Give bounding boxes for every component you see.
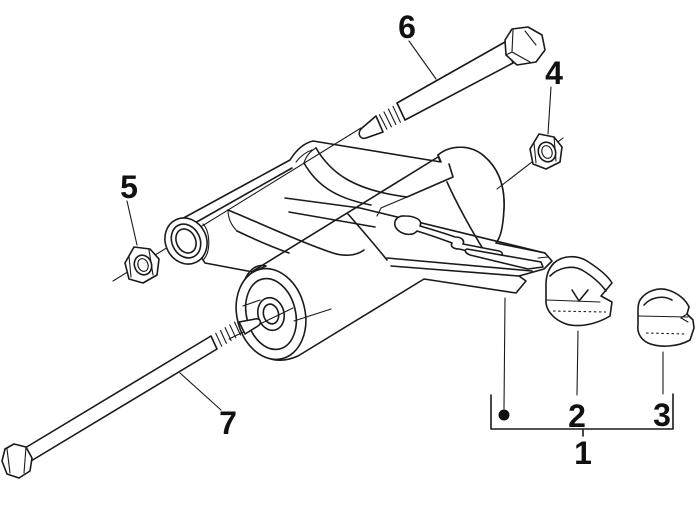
bolt7-shaft bbox=[19, 335, 218, 465]
callout-label-6[interactable]: 6 bbox=[398, 9, 416, 45]
rubber-buffer-3 bbox=[637, 288, 695, 347]
bracket-line bbox=[490, 393, 674, 430]
callout-label-7[interactable]: 7 bbox=[219, 405, 237, 441]
gusset-fin-right bbox=[303, 147, 408, 206]
front-bushing bbox=[164, 217, 210, 265]
callout-label-1[interactable]: 1 bbox=[574, 435, 592, 471]
buffer2-inner-arch bbox=[549, 266, 607, 292]
leader-2 bbox=[576, 330, 579, 396]
bushing-side-arc bbox=[202, 223, 210, 260]
buffer3-notch bbox=[679, 313, 689, 323]
long-bolt-top bbox=[358, 26, 546, 140]
buffer3-parting-line bbox=[645, 332, 688, 335]
tube-band-line bbox=[185, 167, 293, 229]
buffer2-parting-line bbox=[552, 310, 607, 313]
bolt-head-facets bbox=[505, 29, 537, 63]
bolt-tip bbox=[358, 115, 384, 140]
leader-lines bbox=[126, 40, 664, 411]
plate-corner-inner bbox=[295, 149, 313, 163]
bolt7-thread-lines bbox=[210, 321, 242, 350]
group-marker-dot bbox=[498, 409, 510, 421]
cylinder-top-edge bbox=[252, 156, 439, 272]
leader-dot bbox=[503, 297, 506, 410]
leader-7 bbox=[179, 372, 222, 411]
fork-plate bbox=[347, 213, 549, 277]
callout-label-4[interactable]: 4 bbox=[545, 55, 563, 91]
leader-6 bbox=[408, 40, 437, 80]
swingarm-body bbox=[177, 140, 553, 362]
fork-left-curve bbox=[347, 213, 388, 261]
callout-label-3[interactable]: 3 bbox=[653, 397, 671, 433]
callout-label-2[interactable]: 2 bbox=[568, 398, 586, 434]
deck-far-edge bbox=[284, 197, 546, 254]
flange-top-edge bbox=[390, 265, 520, 277]
buffer3-inner-arch bbox=[643, 296, 673, 306]
rubber-buffer-2 bbox=[545, 255, 613, 327]
fork-near-edge bbox=[386, 257, 533, 272]
buffer3-outline bbox=[637, 288, 695, 347]
bolt7-head-facets bbox=[6, 446, 27, 474]
callout-label-5[interactable]: 5 bbox=[120, 169, 138, 205]
fork-tip-face-line bbox=[537, 256, 549, 259]
hex-nut-4 bbox=[529, 133, 563, 170]
bolt-shaft bbox=[396, 41, 514, 121]
deck-near-edge bbox=[288, 211, 376, 228]
hex-nut-5 bbox=[124, 246, 160, 284]
buffer2-base-edge bbox=[546, 299, 601, 303]
bolt7-tip bbox=[238, 318, 262, 335]
bolt-hex-head bbox=[504, 26, 546, 66]
fork-prong-gap bbox=[464, 248, 544, 270]
dome-front-edge bbox=[446, 181, 486, 253]
plate-end-face bbox=[406, 163, 454, 198]
hub-centerline-ticks bbox=[242, 299, 332, 322]
long-bolt-bottom bbox=[1, 318, 262, 479]
leader-4 bbox=[547, 86, 552, 135]
gusset-fin-left bbox=[227, 209, 365, 256]
plate-step bbox=[376, 196, 408, 217]
group-bracket bbox=[490, 393, 674, 437]
buffer3-base-edge bbox=[637, 315, 689, 318]
buffer2-outline bbox=[545, 255, 613, 327]
leader-5 bbox=[126, 200, 138, 246]
